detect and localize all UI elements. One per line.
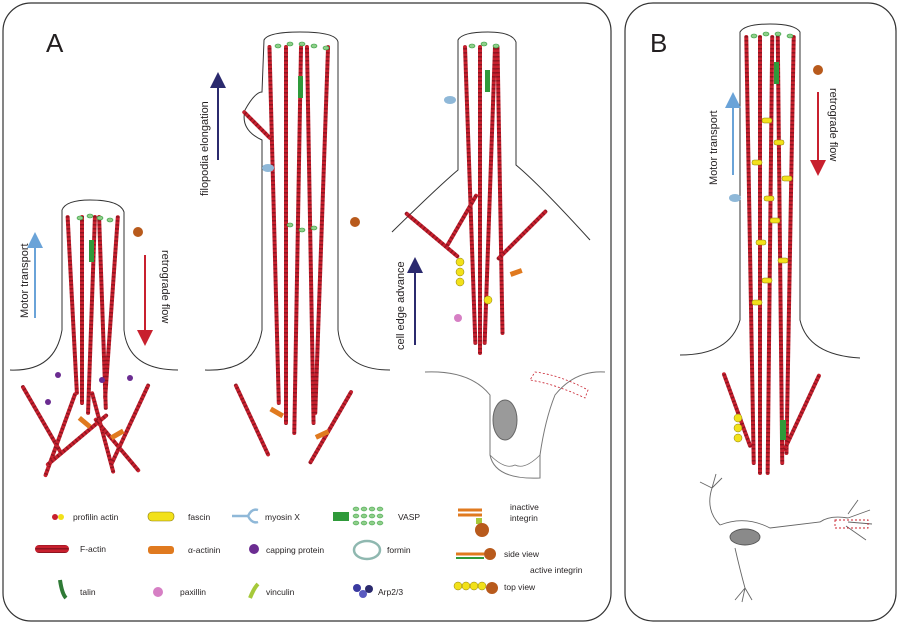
legend-label-inactive-integrin-2: integrin <box>510 513 538 523</box>
legend: profilin actin F-actin talin fascin α-ac… <box>35 502 583 600</box>
legend-item-f-actin: F-actin <box>35 544 106 554</box>
legend-label-arp23: Arp2/3 <box>378 587 403 597</box>
legend-label-paxillin: paxillin <box>180 587 206 597</box>
actin-bundle-short <box>65 215 120 415</box>
legend-label-vasp: VASP <box>398 512 420 522</box>
neuron-sketch-b <box>699 473 873 603</box>
legend-item-profilin-actin: profilin actin <box>52 512 119 522</box>
motor-transport-label-b: Motor transport <box>708 110 720 185</box>
filopodium-b <box>679 23 861 475</box>
legend-item-arp23: Arp2/3 <box>353 584 403 598</box>
actin-network-edge <box>404 193 548 261</box>
legend-item-alpha-actinin: α-actinin <box>148 545 221 555</box>
actin-bundle-edge <box>463 45 505 355</box>
legend-label-side-view: side view <box>504 549 540 559</box>
legend-item-vinculin: vinculin <box>248 582 295 599</box>
legend-label-talin: talin <box>80 587 96 597</box>
actin-network-short <box>21 383 151 478</box>
legend-label-capping-protein: capping protein <box>266 545 324 555</box>
actin-bundle-b <box>744 35 796 475</box>
legend-label-f-actin: F-actin <box>80 544 106 554</box>
actin-bundle-long <box>267 45 331 435</box>
panel-letter-a: A <box>46 28 64 58</box>
legend-item-myosin-x: myosin X <box>232 508 300 524</box>
retrograde-flow-label-b: retrograde flow <box>827 88 839 161</box>
legend-item-capping-protein: capping protein <box>249 544 324 555</box>
panel-letter-b: B <box>650 28 667 58</box>
legend-label-myosin-x: myosin X <box>265 512 300 522</box>
retrograde-flow-label-a: retrograde flow <box>159 250 171 323</box>
legend-label-fascin: fascin <box>188 512 210 522</box>
legend-item-talin: talin <box>58 579 96 600</box>
legend-label-top-view: top view <box>504 582 536 592</box>
legend-label-profilin-actin: profilin actin <box>73 512 119 522</box>
legend-item-active-integrin-top: top view <box>453 581 536 594</box>
filopodia-elongation-label: filopodia elongation <box>199 101 211 196</box>
filopodium-long <box>204 31 391 465</box>
legend-item-inactive-integrin: inactive integrin <box>458 502 539 537</box>
panel-a-frame <box>2 2 612 622</box>
legend-item-vasp: VASP <box>333 506 420 526</box>
legend-label-active-integrin: active integrin <box>530 565 583 575</box>
filopodium-edge <box>391 31 591 355</box>
legend-item-formin: formin <box>352 539 411 561</box>
panel-b-frame <box>624 2 897 622</box>
legend-label-alpha-actinin: α-actinin <box>188 545 221 555</box>
actin-network-long <box>233 110 353 465</box>
legend-label-inactive-integrin-1: inactive <box>510 502 539 512</box>
motor-transport-label-a: Motor transport <box>19 243 31 318</box>
legend-item-paxillin: paxillin <box>153 587 206 597</box>
fascin-crosslinks-b <box>751 117 793 306</box>
cell-edge-advance-label: cell edge advance <box>395 261 407 350</box>
legend-item-active-integrin-side: side view <box>456 548 540 560</box>
legend-label-vinculin: vinculin <box>266 587 295 597</box>
cell-sketch-a <box>424 371 606 479</box>
legend-label-formin: formin <box>387 545 411 555</box>
filopodium-short <box>9 199 179 478</box>
legend-item-fascin: fascin <box>147 511 210 522</box>
